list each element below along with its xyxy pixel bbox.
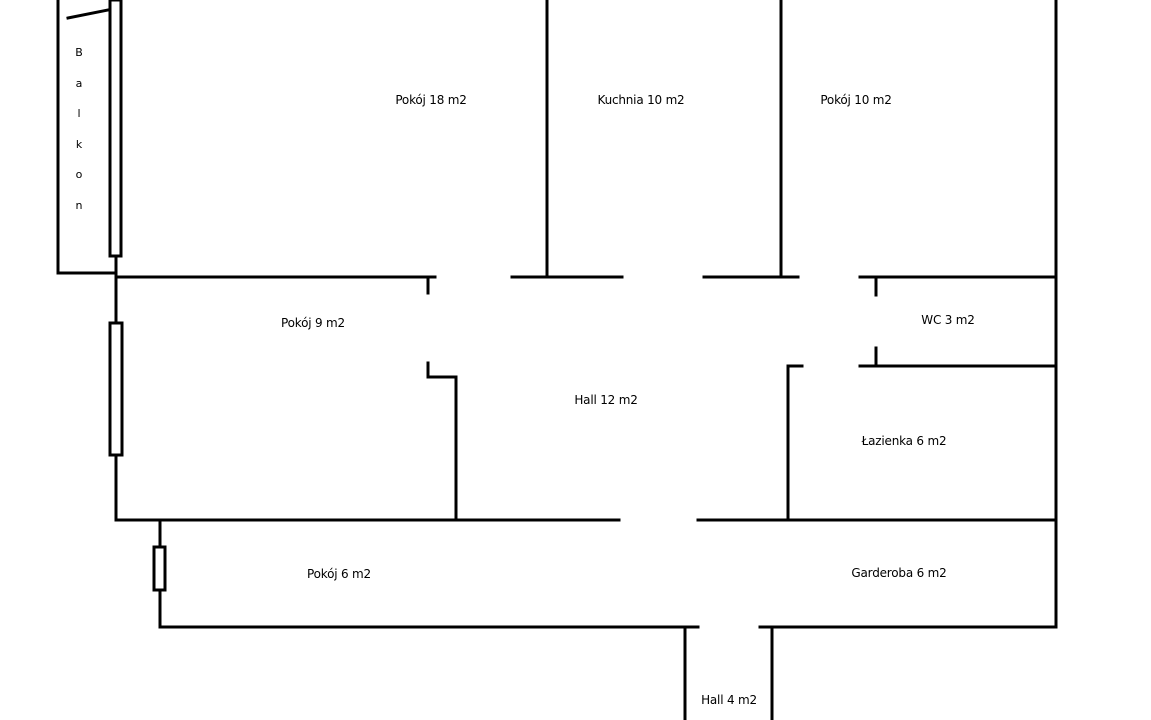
room-label-pokoj-18: Pokój 18 m2 xyxy=(395,93,467,107)
balcony-letter: n xyxy=(75,198,83,212)
room-label-garderoba: Garderoba 6 m2 xyxy=(851,566,947,580)
balcony-letter: o xyxy=(75,168,83,181)
room-label-lazienka: Łazienka 6 m2 xyxy=(861,434,947,448)
balcony-letter: k xyxy=(75,137,83,151)
room-label-pokoj-10: Pokój 10 m2 xyxy=(820,93,892,107)
balcony-letter: B xyxy=(75,46,83,59)
room-label-pokoj-6: Pokój 6 m2 xyxy=(307,567,371,581)
balcony-letter: a xyxy=(75,76,83,90)
room-label-wc: WC 3 m2 xyxy=(921,313,975,327)
windows xyxy=(108,0,167,592)
balcony-letter: l xyxy=(77,107,81,120)
room-label-hall-4: Hall 4 m2 xyxy=(701,693,757,707)
room-label-pokoj-9: Pokój 9 m2 xyxy=(281,316,345,330)
room-label-hall-12: Hall 12 m2 xyxy=(574,393,638,407)
balcony-label: B a l k o n xyxy=(72,38,86,221)
window-pokoj-9 xyxy=(108,321,124,457)
walls xyxy=(56,0,1058,720)
room-label-kuchnia: Kuchnia 10 m2 xyxy=(597,93,685,107)
window-pokoj-6 xyxy=(152,545,167,592)
window-balcony xyxy=(108,0,123,258)
